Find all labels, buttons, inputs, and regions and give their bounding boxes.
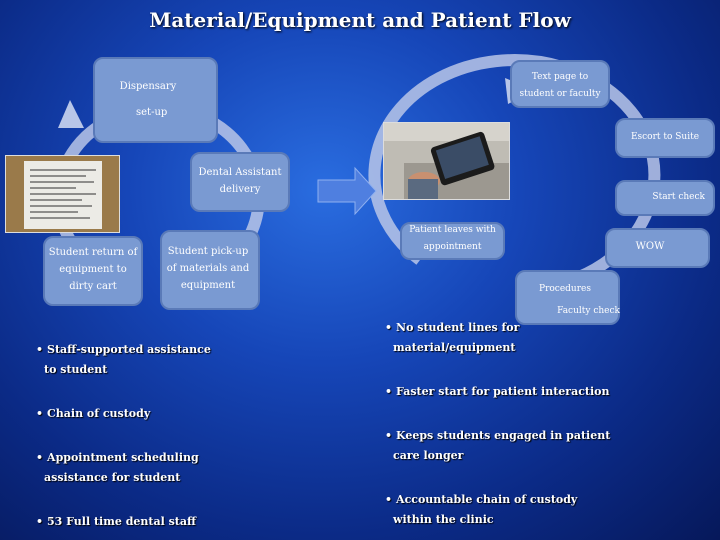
patient-leaves-box (400, 222, 505, 260)
bullet-dot: • (385, 493, 393, 506)
text-page-box (510, 60, 610, 108)
checklist-photo (5, 155, 120, 233)
right-bullet-4-line1: Accountable chain of custody (396, 493, 578, 506)
student-return-label: Student return of equipment to dirty car… (43, 244, 143, 295)
student-return-box (43, 236, 143, 306)
start-check-box (615, 180, 715, 216)
bullet-dot: • (36, 343, 44, 356)
left-bullet-3-line1: Appointment scheduling (47, 451, 199, 464)
right-bullet-4: •Accountable chain of custody within the… (385, 490, 577, 530)
bullet-dot: • (385, 321, 393, 334)
left-bullet-2-line1: Chain of custody (47, 407, 151, 420)
dispensary-label: Dispensary (108, 78, 188, 95)
bullet-dot: • (385, 385, 393, 398)
return-line2: equipment to (59, 264, 127, 275)
procedures-line: Procedures (539, 284, 591, 294)
start-check-label: Start check (652, 192, 705, 202)
pickup-line1: Student pick-up (167, 246, 249, 257)
dispensary-line1: Dispensary (119, 81, 177, 92)
right-bullet-3-line1: Keeps students engaged in patient (396, 429, 611, 442)
right-bullet-1-line1: No student lines for (396, 321, 520, 334)
left-bullet-4: •53 Full time dental staff (36, 512, 196, 532)
procedures-box (515, 270, 620, 325)
right-bullet-2: •Faster start for patient interaction (385, 382, 610, 402)
transition-arrow (317, 166, 377, 216)
patient-leaves-line1: Patient leaves with (409, 225, 496, 235)
right-bullet-3-line2: care longer (393, 449, 464, 462)
tablet-photo (383, 122, 510, 200)
faculty-check-line: Faculty check (557, 306, 620, 316)
bullet-dot: • (385, 429, 393, 442)
left-bullet-1-line1: Staff-supported assistance (47, 343, 211, 356)
right-bullet-1: •No student lines for material/equipment (385, 318, 519, 358)
checklist-paper-image (6, 156, 119, 232)
escort-label: Escort to Suite (630, 132, 700, 142)
wow-label: WOW (635, 241, 665, 252)
left-bullet-2: •Chain of custody (36, 404, 150, 424)
patient-leaves-label: Patient leaves with appointment (400, 222, 505, 256)
bullet-dot: • (36, 451, 44, 464)
dental-assistant-line1: Dental Assistant (198, 167, 282, 178)
patient-leaves-line2: appointment (423, 242, 482, 252)
left-bullet-1: •Staff-supported assistance to student (36, 340, 211, 380)
right-bullet-3: •Keeps students engaged in patient care … (385, 426, 610, 466)
bullet-dot: • (36, 515, 44, 528)
left-bullet-4-line1: 53 Full time dental staff (47, 515, 197, 528)
dispensary-line2: set-up (136, 107, 168, 118)
dental-assistant-box (190, 152, 290, 212)
page-title: Material/Equipment and Patient Flow (149, 8, 571, 32)
right-bullet-4-line2: within the clinic (393, 513, 494, 526)
text-page-label: Text page to student or faculty (510, 69, 610, 103)
wow-box (605, 228, 710, 268)
bullet-dot: • (36, 407, 44, 420)
left-cycle-arrow-head (58, 100, 84, 128)
left-bullet-3-line2: assistance for student (44, 471, 181, 484)
right-bullet-2-line1: Faster start for patient interaction (396, 385, 610, 398)
pickup-line2: of materials and (166, 263, 250, 274)
dispensary-box (93, 57, 218, 143)
dental-assistant-label: Dental Assistant delivery (190, 164, 290, 198)
procedures-label: Procedures Faculty check (510, 278, 620, 322)
pickup-line3: equipment (180, 280, 236, 291)
left-bullet-1-line2: to student (44, 363, 108, 376)
escort-box (615, 118, 715, 158)
dental-assistant-line2: delivery (219, 184, 261, 195)
student-pickup-label: Student pick-up of materials and equipme… (156, 243, 260, 294)
tablet-image (384, 123, 509, 199)
right-bullet-1-line2: material/equipment (393, 341, 516, 354)
left-bullet-3: •Appointment scheduling assistance for s… (36, 448, 199, 488)
text-page-line1: Text page to (531, 72, 589, 82)
student-pickup-box (160, 230, 260, 310)
dispensary-label-2: set-up (136, 104, 196, 121)
text-page-line2: student or faculty (519, 89, 601, 99)
return-line1: Student return of (48, 247, 138, 258)
return-line3: dirty cart (69, 281, 117, 292)
